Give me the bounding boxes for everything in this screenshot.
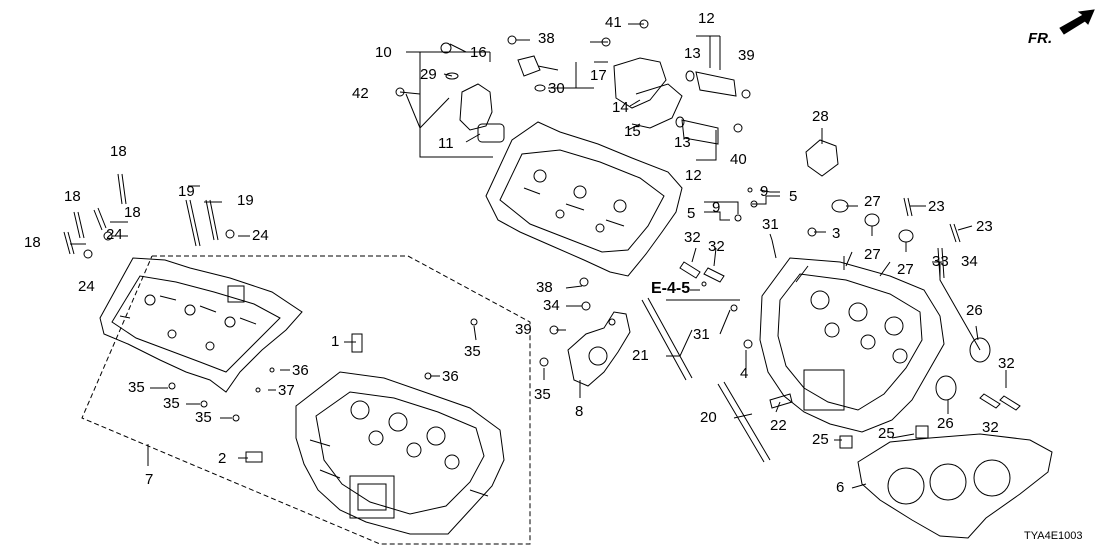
callout-label: 22 xyxy=(770,417,787,434)
cylinder-head-right xyxy=(759,251,945,433)
group-bracket-10 xyxy=(405,51,493,158)
callout-label: 25 xyxy=(878,425,895,442)
callout-label: 32 xyxy=(982,419,999,436)
callout-label: 5 xyxy=(789,188,798,205)
callout-label: 39 xyxy=(738,47,755,64)
callout-label: 19 xyxy=(237,192,254,209)
callout-label: 7 xyxy=(145,471,154,488)
callout-label: 35 xyxy=(534,386,551,403)
callout-label: 30 xyxy=(548,80,565,97)
callout-label: 41 xyxy=(605,14,622,31)
callout-label: 18 xyxy=(64,188,81,205)
callout-label: 16 xyxy=(470,44,487,61)
callout-label: 34 xyxy=(961,253,978,270)
group-box-7 xyxy=(81,255,531,545)
callout-label: 2 xyxy=(218,450,227,467)
callout-label: 28 xyxy=(812,108,829,125)
bracket-plate xyxy=(567,311,631,387)
seals-and-washers xyxy=(83,19,991,422)
callout-label: 38 xyxy=(538,30,555,47)
callout-label: 39 xyxy=(515,321,532,338)
callout-label: 38 xyxy=(536,279,553,296)
callout-label: 32 xyxy=(684,229,701,246)
front-direction-label: FR. xyxy=(1028,30,1053,47)
callout-label: 24 xyxy=(78,278,95,295)
callout-label: 33 xyxy=(932,253,949,270)
callout-label: 34 xyxy=(543,297,560,314)
callout-label: 19 xyxy=(178,183,195,200)
callout-label: 9 xyxy=(760,183,769,200)
callout-label: 32 xyxy=(998,355,1015,372)
callout-label: 31 xyxy=(762,216,779,233)
callout-label: 14 xyxy=(612,99,629,116)
head-gasket xyxy=(857,433,1053,539)
callout-label: 13 xyxy=(674,134,691,151)
callout-label: 20 xyxy=(700,409,717,426)
callout-label: 27 xyxy=(864,246,881,263)
callout-label: 25 xyxy=(812,431,829,448)
callout-label: 18 xyxy=(124,204,141,221)
callout-label: 35 xyxy=(195,409,212,426)
callout-label: 18 xyxy=(110,143,127,160)
callout-label: 35 xyxy=(464,343,481,360)
callout-label: 24 xyxy=(106,226,123,243)
cam-holder-center xyxy=(485,121,683,277)
callout-label: 35 xyxy=(128,379,145,396)
callout-label: 13 xyxy=(684,45,701,62)
callout-label: 15 xyxy=(624,123,641,140)
bolts xyxy=(63,173,1021,463)
callout-label: 36 xyxy=(292,362,309,379)
callout-label: 35 xyxy=(163,395,180,412)
callout-label: 26 xyxy=(966,302,983,319)
leader-lines xyxy=(70,23,1007,489)
callout-label: 26 xyxy=(937,415,954,432)
callout-label: 8 xyxy=(575,403,584,420)
front-direction-arrow-icon xyxy=(1059,9,1095,35)
callout-label: 3 xyxy=(832,225,841,242)
callout-label: 21 xyxy=(632,347,649,364)
drawing-code: TYA4E1003 xyxy=(1024,530,1083,542)
callout-label: 12 xyxy=(685,167,702,184)
callout-label: 10 xyxy=(375,44,392,61)
cam-holder-left xyxy=(99,257,303,393)
callout-label: 23 xyxy=(928,198,945,215)
callout-label: 29 xyxy=(420,66,437,83)
callout-label: 1 xyxy=(331,333,340,350)
callout-label: 23 xyxy=(976,218,993,235)
callout-label: 11 xyxy=(438,135,454,152)
callout-label: 4 xyxy=(740,365,749,382)
callout-label: 37 xyxy=(278,382,295,399)
callout-label: 40 xyxy=(730,151,747,168)
callout-label: 18 xyxy=(24,234,41,251)
callout-label: 5 xyxy=(687,205,696,222)
callout-label: 24 xyxy=(252,227,269,244)
callout-label: 12 xyxy=(698,10,715,27)
cylinder-head-left xyxy=(295,371,505,535)
callout-label: 17 xyxy=(590,67,607,84)
callout-label: 32 xyxy=(708,238,725,255)
reference-link-label[interactable]: E-4-5 xyxy=(651,280,691,297)
callout-label: 9 xyxy=(712,199,721,216)
callout-label: 27 xyxy=(864,193,881,210)
callout-label: 36 xyxy=(442,368,459,385)
vtc-solenoid-assembly xyxy=(440,42,737,145)
callout-label: 6 xyxy=(836,479,845,496)
callout-label: 27 xyxy=(897,261,914,278)
gasket-28 xyxy=(805,139,839,177)
callout-label: 31 xyxy=(693,326,710,343)
callout-label: 42 xyxy=(352,85,369,102)
